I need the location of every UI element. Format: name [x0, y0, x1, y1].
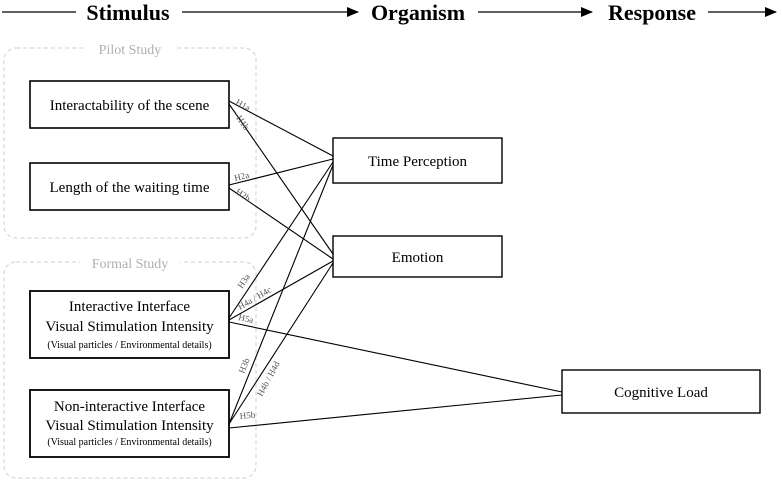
header-organism: Organism [371, 0, 465, 25]
hyp-h1b: H1b [234, 113, 251, 132]
box-interactability-label: Interactability of the scene [50, 98, 210, 114]
pilot-label-bg [86, 41, 174, 57]
formal-study-label: Formal Study [92, 257, 169, 272]
link-h2b [228, 187, 334, 260]
box-noninteractive-interface: Non-interactive Interface Visual Stimula… [29, 389, 230, 458]
box-waiting-time: Length of the waiting time [29, 162, 230, 211]
hyp-h5a: H5a [238, 312, 255, 325]
noninteractive-line3: (Visual particles / Environmental detail… [47, 437, 211, 448]
box-waiting-time-label: Length of the waiting time [50, 180, 210, 196]
hyp-h5b: H5b [239, 410, 256, 421]
box-cognitive-load: Cognitive Load [561, 369, 761, 414]
link-h4a-h4c [228, 260, 334, 321]
link-h3a [228, 161, 334, 319]
link-h1b [228, 103, 334, 255]
box-time-perception: Time Perception [332, 137, 503, 184]
link-h5a [228, 321, 563, 393]
formal-label-bg [80, 255, 180, 271]
emotion-label: Emotion [392, 250, 444, 266]
pilot-study-label: Pilot Study [99, 43, 162, 58]
hyp-h2b: H2b [234, 186, 253, 203]
noninteractive-line2: Visual Stimulation Intensity [45, 418, 214, 434]
interactive-line2: Visual Stimulation Intensity [45, 319, 214, 335]
hyp-h2a: H2a [233, 170, 250, 183]
hyp-h1a: H1a [234, 97, 252, 113]
link-h4b-h4d [228, 262, 334, 425]
interactive-line3: (Visual particles / Environmental detail… [47, 340, 211, 351]
link-h3b [228, 164, 334, 425]
noninteractive-line1: Non-interactive Interface [54, 399, 205, 415]
link-h5b [228, 394, 563, 429]
link-h2a [228, 158, 334, 186]
link-h1a [228, 100, 334, 157]
header-stimulus: Stimulus [86, 0, 170, 25]
header-response: Response [608, 0, 696, 25]
cognitive-load-label: Cognitive Load [614, 385, 708, 401]
header-flow: Stimulus Organism Response [2, 0, 777, 25]
interactive-line1: Interactive Interface [69, 299, 190, 315]
box-interactability: Interactability of the scene [29, 80, 230, 129]
connections [228, 100, 563, 429]
time-perception-label: Time Perception [368, 154, 468, 170]
box-emotion: Emotion [332, 235, 503, 278]
box-interactive-interface: Interactive Interface Visual Stimulation… [29, 290, 230, 359]
